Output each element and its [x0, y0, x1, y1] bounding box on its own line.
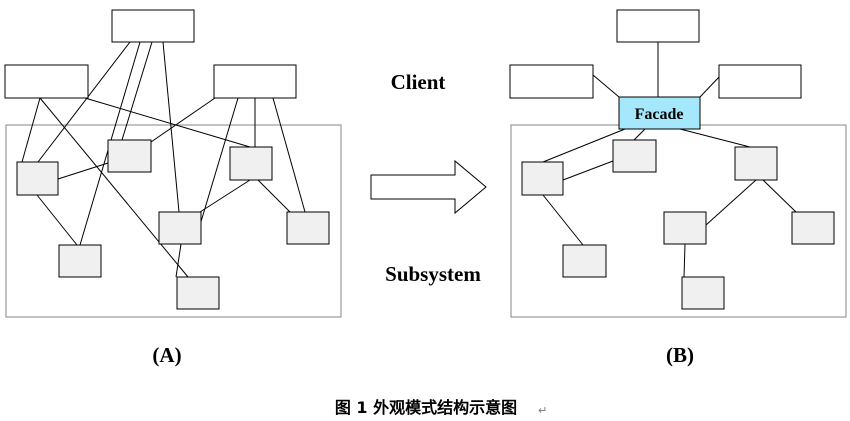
- facade-label: Facade: [635, 106, 684, 123]
- client-box-b-right: [718, 64, 802, 99]
- client-box-a-left: [4, 64, 89, 99]
- client-box-b-left: [509, 64, 594, 99]
- subsystem-box: [612, 139, 657, 173]
- facade-box: [618, 96, 701, 130]
- subsystem-box: [663, 211, 707, 245]
- subsystem-box: [791, 211, 835, 245]
- subsystem-box: [16, 161, 59, 196]
- subsystem-boxes-a: [16, 139, 330, 310]
- subsystem-box: [158, 211, 202, 245]
- client-box-b-top: [616, 9, 700, 43]
- subsystem-box: [286, 211, 330, 245]
- paragraph-mark: ↵: [538, 404, 547, 417]
- subsystem-box: [107, 139, 152, 173]
- subsystem-frame-a: [5, 124, 342, 318]
- connections-b: [542, 42, 797, 278]
- client-box-a-top: [111, 9, 195, 43]
- panel-a-label: (A): [152, 343, 181, 367]
- panel-b-label: (B): [666, 343, 694, 367]
- subsystem-box: [176, 276, 220, 310]
- figure-caption: 图 1 外观模式结构示意图: [335, 398, 517, 417]
- subsystem-box: [229, 146, 273, 181]
- subsystem-box: [681, 276, 725, 310]
- subsystem-box: [521, 161, 564, 196]
- subsystem-box: [58, 244, 102, 278]
- subsystem-label: Subsystem: [385, 262, 481, 286]
- panel-a: [4, 9, 342, 318]
- subsystem-box: [562, 244, 607, 278]
- panel-b: Facade: [509, 9, 847, 318]
- client-box-a-right: [213, 64, 297, 99]
- subsystem-boxes-b: [521, 139, 835, 310]
- client-label: Client: [391, 70, 446, 94]
- connections-a: [21, 41, 306, 278]
- transform-arrow: [370, 159, 487, 215]
- subsystem-box: [734, 146, 778, 181]
